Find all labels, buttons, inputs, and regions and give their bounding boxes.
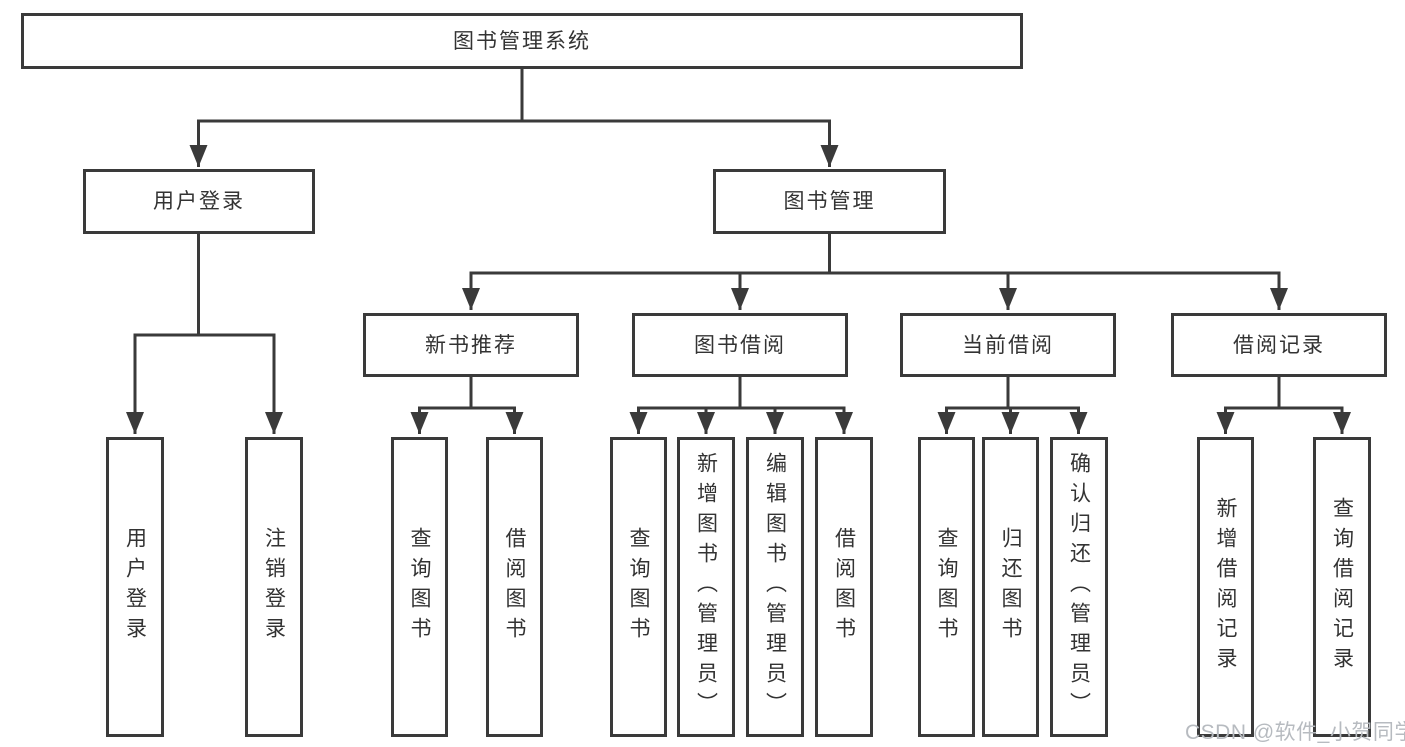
node-label: 图书管理系统 xyxy=(453,29,591,53)
node-borrow-records: 借阅记录 xyxy=(1171,313,1387,377)
leaf-add-borrow-record: 新增借阅记录 xyxy=(1197,437,1254,737)
leaf-query-books-1: 查询图书 xyxy=(391,437,448,737)
leaf-logout: 注销登录 xyxy=(245,437,303,737)
node-label: 查询借阅记录 xyxy=(1330,497,1354,677)
node-label: 图书管理 xyxy=(783,190,876,213)
connector-new-book-to-leaves xyxy=(410,377,524,434)
leaf-return-books: 归还图书 xyxy=(982,437,1039,737)
leaf-user-login: 用户登录 xyxy=(106,437,164,737)
connector-user-login-to-leaves xyxy=(126,234,283,434)
node-label: 查询图书 xyxy=(935,527,958,647)
node-label: 查询图书 xyxy=(408,527,431,647)
node-label: 当前借阅 xyxy=(962,333,1054,357)
node-root-system: 图书管理系统 xyxy=(21,13,1023,69)
connector-root-to-level2 xyxy=(189,68,839,167)
leaf-query-books-3: 查询图书 xyxy=(918,437,975,737)
node-label: 借阅记录 xyxy=(1233,333,1325,357)
node-label: 图书借阅 xyxy=(694,333,786,357)
leaf-query-borrow-record: 查询借阅记录 xyxy=(1313,437,1371,737)
leaf-add-books-admin: 新增图书（管理员） xyxy=(677,437,735,737)
node-new-book-recommend: 新书推荐 xyxy=(363,313,579,377)
node-label: 新增借阅记录 xyxy=(1214,497,1237,677)
node-label: 编辑图书（管理员） xyxy=(763,452,787,722)
node-book-management: 图书管理 xyxy=(713,169,946,234)
node-label: 用户登录 xyxy=(153,190,245,213)
leaf-edit-books-admin: 编辑图书（管理员） xyxy=(746,437,804,737)
connector-book-borrow-to-leaves xyxy=(629,377,853,434)
node-label: 确认归还（管理员） xyxy=(1067,452,1091,722)
node-label: 借阅图书 xyxy=(832,527,856,647)
connector-borrow-records-to-leaves xyxy=(1216,377,1351,434)
leaf-confirm-return-admin: 确认归还（管理员） xyxy=(1050,437,1108,737)
node-user-login: 用户登录 xyxy=(83,169,315,234)
leaf-borrow-books-2: 借阅图书 xyxy=(815,437,873,737)
connector-current-borrow-to-leaves xyxy=(937,377,1088,434)
node-label: 新书推荐 xyxy=(425,333,517,357)
connector-book-mgmt-to-level3 xyxy=(462,234,1288,310)
node-label: 用户登录 xyxy=(123,527,147,647)
node-label: 注销登录 xyxy=(262,527,286,647)
node-current-borrow: 当前借阅 xyxy=(900,313,1116,377)
watermark: CSDN @软件_小贺同学 xyxy=(1185,721,1405,744)
node-label: 借阅图书 xyxy=(503,527,526,647)
node-label: 查询图书 xyxy=(627,527,650,647)
node-label: 新增图书（管理员） xyxy=(694,452,718,722)
node-label: 归还图书 xyxy=(999,527,1022,647)
node-book-borrow: 图书借阅 xyxy=(632,313,848,377)
leaf-query-books-2: 查询图书 xyxy=(610,437,667,737)
leaf-borrow-books-1: 借阅图书 xyxy=(486,437,543,737)
